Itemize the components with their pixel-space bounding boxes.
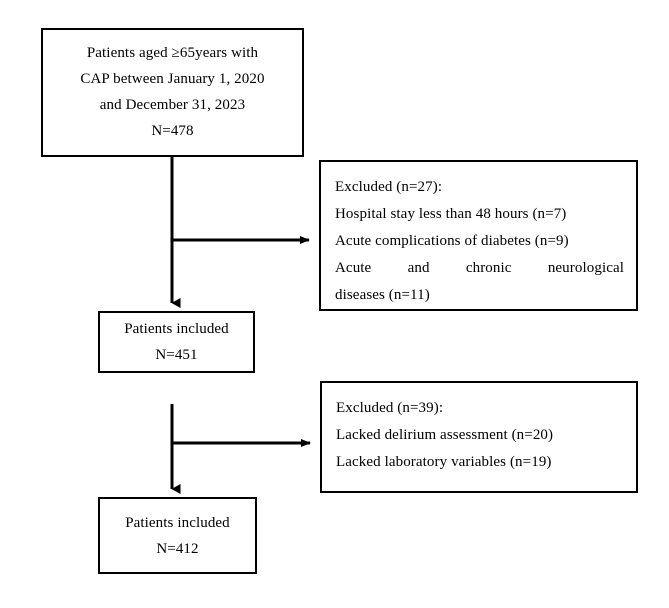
- excluded-1-heading: Excluded (n=27):: [335, 179, 443, 195]
- excluded-box-1: Excluded (n=27): Hospital stay less than…: [319, 160, 638, 311]
- cohort-line-1: Patients aged ≥65years with: [86, 44, 259, 61]
- excluded-1-reason-3-part-2: diseases (n=11): [335, 287, 430, 303]
- included-box-451: Patients included N=451: [98, 311, 255, 373]
- excluded-2-heading: Excluded (n=39):: [336, 400, 444, 416]
- cohort-box: Patients aged ≥65years with CAP between …: [41, 28, 304, 157]
- cohort-count: N=478: [151, 122, 194, 139]
- cohort-line-2: CAP between January 1, 2020: [80, 70, 265, 87]
- excluded-1-reason-1: Hospital stay less than 48 hours (n=7): [335, 206, 567, 222]
- included-451-count: N=451: [155, 347, 198, 363]
- included-451-label: Patients included: [124, 321, 229, 337]
- excluded-1-reason-3-part-1: Acute and chronic neurological: [335, 260, 624, 276]
- excluded-2-reason-2: Lacked laboratory variables (n=19): [336, 454, 552, 470]
- excluded-2-reason-1: Lacked delirium assessment (n=20): [336, 427, 554, 443]
- included-412-label: Patients included: [125, 514, 230, 531]
- cohort-line-3: and December 31, 2023: [99, 96, 246, 113]
- excluded-1-reason-2: Acute complications of diabetes (n=9): [335, 233, 569, 249]
- excluded-box-2: Excluded (n=39): Lacked delirium assessm…: [320, 381, 638, 493]
- included-412-count: N=412: [156, 540, 199, 557]
- included-box-412: Patients included N=412: [98, 497, 257, 574]
